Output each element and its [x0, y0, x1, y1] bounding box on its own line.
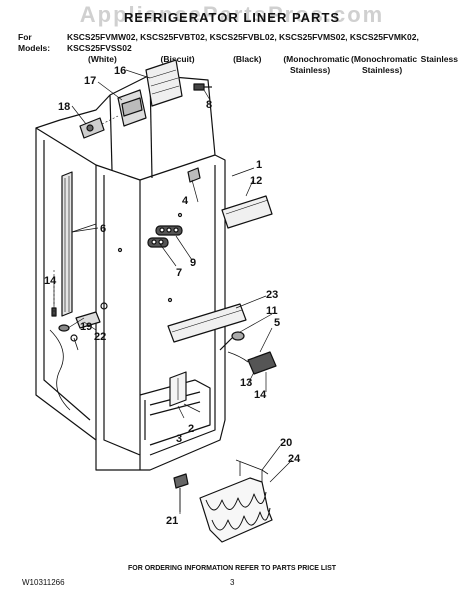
- callout-5: 5: [274, 317, 280, 329]
- callout-8: 8: [206, 99, 212, 111]
- part-23-crisper-rail: [167, 303, 247, 343]
- callout-4: 4: [182, 195, 189, 207]
- variant-black: (Black): [233, 54, 262, 64]
- callout-24: 24: [288, 453, 301, 465]
- part-9-button-cluster: [155, 225, 183, 236]
- callout-17: 17: [84, 75, 96, 87]
- part-17-damper: [117, 89, 147, 127]
- variant-biscuit: (Biscuit): [160, 54, 195, 64]
- callout-1: 1: [256, 159, 262, 171]
- page-number: 3: [230, 578, 235, 587]
- callout-12: 12: [250, 175, 262, 187]
- model-list: For Models: KSCS25FVMW02, KSCS25FVBT02, …: [18, 32, 458, 76]
- models-prefix: For Models:: [18, 32, 51, 53]
- part-19-clip: [58, 324, 70, 332]
- part-16-control-housing: [145, 59, 183, 107]
- callout-9: 9: [190, 257, 196, 269]
- variant-mono-1: (Monochromatic: [283, 54, 350, 64]
- part-20-evaporator-coil: [199, 459, 273, 543]
- part-11-thermistor: [219, 331, 245, 351]
- part-4-hook: [187, 167, 201, 183]
- part-18-light-socket: [79, 117, 105, 139]
- part-6-rail: [61, 171, 73, 317]
- variant-mono-1-line2: Stainless): [290, 65, 331, 75]
- document-number: W10311266: [22, 578, 65, 587]
- models-numbers: KSCS25FVMW02, KSCS25FVBT02, KSCS25FVBL02…: [66, 32, 419, 53]
- callout-16: 16: [114, 65, 126, 77]
- ordering-note: FOR ORDERING INFORMATION REFER TO PARTS …: [127, 565, 337, 572]
- callout-2: 2: [188, 423, 194, 435]
- part-24-clip: [261, 469, 269, 475]
- variant-mono-2: (Monochromatic: [351, 54, 418, 64]
- callout-14-right: 14: [254, 389, 267, 401]
- callout-labels: 1 2 3 4 5 6 7 8 9 11 12 13 14 14 16 17 1…: [44, 65, 301, 527]
- callout-11: 11: [266, 305, 278, 317]
- variant-white: (White): [88, 54, 117, 64]
- callout-7: 7: [176, 267, 182, 279]
- callout-18: 18: [58, 101, 70, 113]
- callout-6: 6: [100, 223, 106, 235]
- callout-23: 23: [266, 289, 278, 301]
- liner-shell: [35, 74, 226, 471]
- leader-lines: [53, 69, 293, 514]
- callout-20: 20: [280, 437, 292, 449]
- part-12-shelf-support: [221, 195, 273, 229]
- callout-3: 3: [176, 433, 182, 445]
- part-21-drain-heater: [173, 473, 189, 512]
- part-13-switch-housing: [227, 351, 277, 375]
- callout-19: 19: [80, 321, 92, 333]
- watermark-text: AppliancePartsPros.com: [79, 2, 385, 27]
- page-title: REFRIGERATOR LINER PARTS: [123, 10, 341, 25]
- part-7-switch: [147, 237, 169, 248]
- variant-mono-2-line2: Stainless): [362, 65, 403, 75]
- part-22-bracket: [70, 302, 108, 351]
- callout-22: 22: [94, 331, 106, 343]
- callout-13: 13: [240, 377, 252, 389]
- callout-14-left: 14: [44, 275, 57, 287]
- callout-21: 21: [166, 515, 178, 527]
- variant-stainless: Stainless: [420, 54, 458, 64]
- part-2-bracket: [169, 371, 187, 407]
